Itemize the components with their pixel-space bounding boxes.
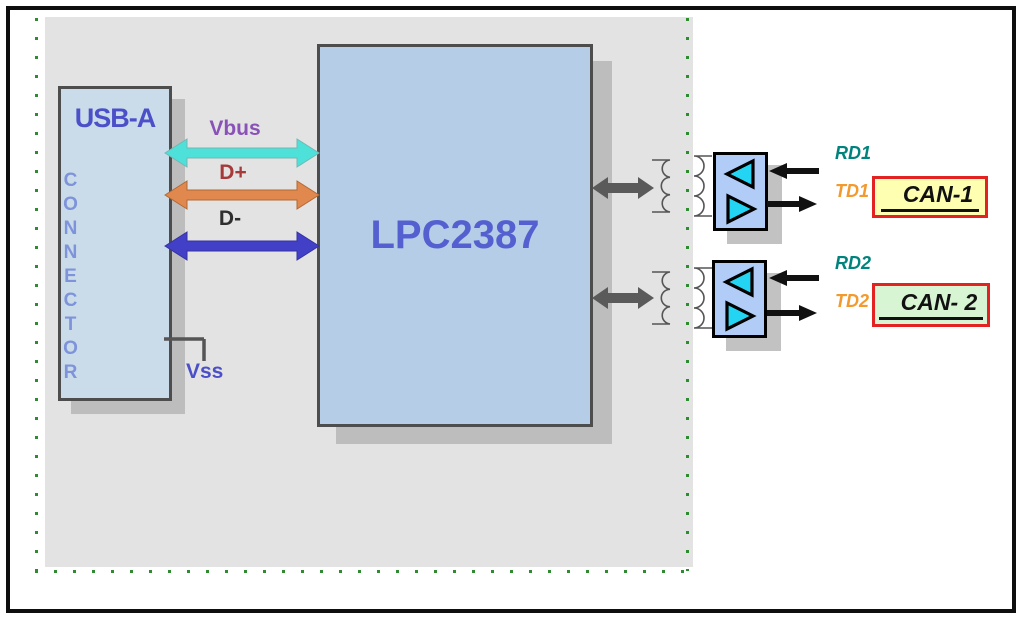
transmit-triangle-icon: [725, 300, 757, 332]
can2-bus-arrow: [592, 287, 654, 309]
can2-bus-box: CAN- 2: [872, 283, 990, 327]
vbus-label: Vbus: [209, 117, 261, 140]
can2-isolation-transformer: [652, 267, 712, 329]
can1-bus-label: CAN-1: [880, 182, 980, 212]
rd2-label: RD2: [835, 253, 872, 273]
d-plus-label: D+: [219, 161, 247, 184]
can1-transceiver-block: [713, 152, 768, 231]
usb-connector-block: USB-A CONNECTOR: [58, 86, 172, 401]
transmit-triangle-icon: [726, 193, 758, 225]
d-minus-arrow: [164, 231, 320, 261]
usb-title: USB-A: [74, 103, 157, 133]
td2-arrow: [767, 305, 817, 321]
vss-wire: [164, 337, 206, 361]
rd2-arrow: [769, 270, 819, 286]
can1-transceiver-buffers: [723, 158, 758, 225]
isolation-border-right: [686, 18, 689, 571]
vss-label: Vss: [186, 360, 224, 383]
d-plus-arrow: [164, 180, 320, 210]
td1-arrow: [767, 196, 817, 212]
vbus-arrow: [164, 138, 320, 168]
mcu-label: LPC2387: [370, 213, 540, 257]
td2-label: TD2: [835, 291, 870, 311]
receive-triangle-icon: [723, 158, 755, 190]
receive-triangle-icon: [722, 266, 754, 298]
isolation-border-left: [35, 18, 38, 571]
can2-bus-label: CAN- 2: [878, 290, 984, 320]
can2-transceiver-block: [712, 260, 767, 338]
d-minus-label: D-: [218, 207, 242, 230]
mcu-block: LPC2387: [317, 44, 593, 427]
can1-bus-box: CAN-1: [872, 176, 988, 218]
can1-isolation-transformer: [652, 155, 712, 217]
usb-vertical-label: CONNECTOR: [60, 170, 81, 386]
can1-bus-arrow: [592, 177, 654, 199]
can2-transceiver-buffers: [722, 266, 757, 332]
rd1-arrow: [769, 163, 819, 179]
td1-label: TD1: [835, 181, 870, 201]
rd1-label: RD1: [835, 143, 872, 163]
isolation-border-bottom: [35, 570, 689, 573]
